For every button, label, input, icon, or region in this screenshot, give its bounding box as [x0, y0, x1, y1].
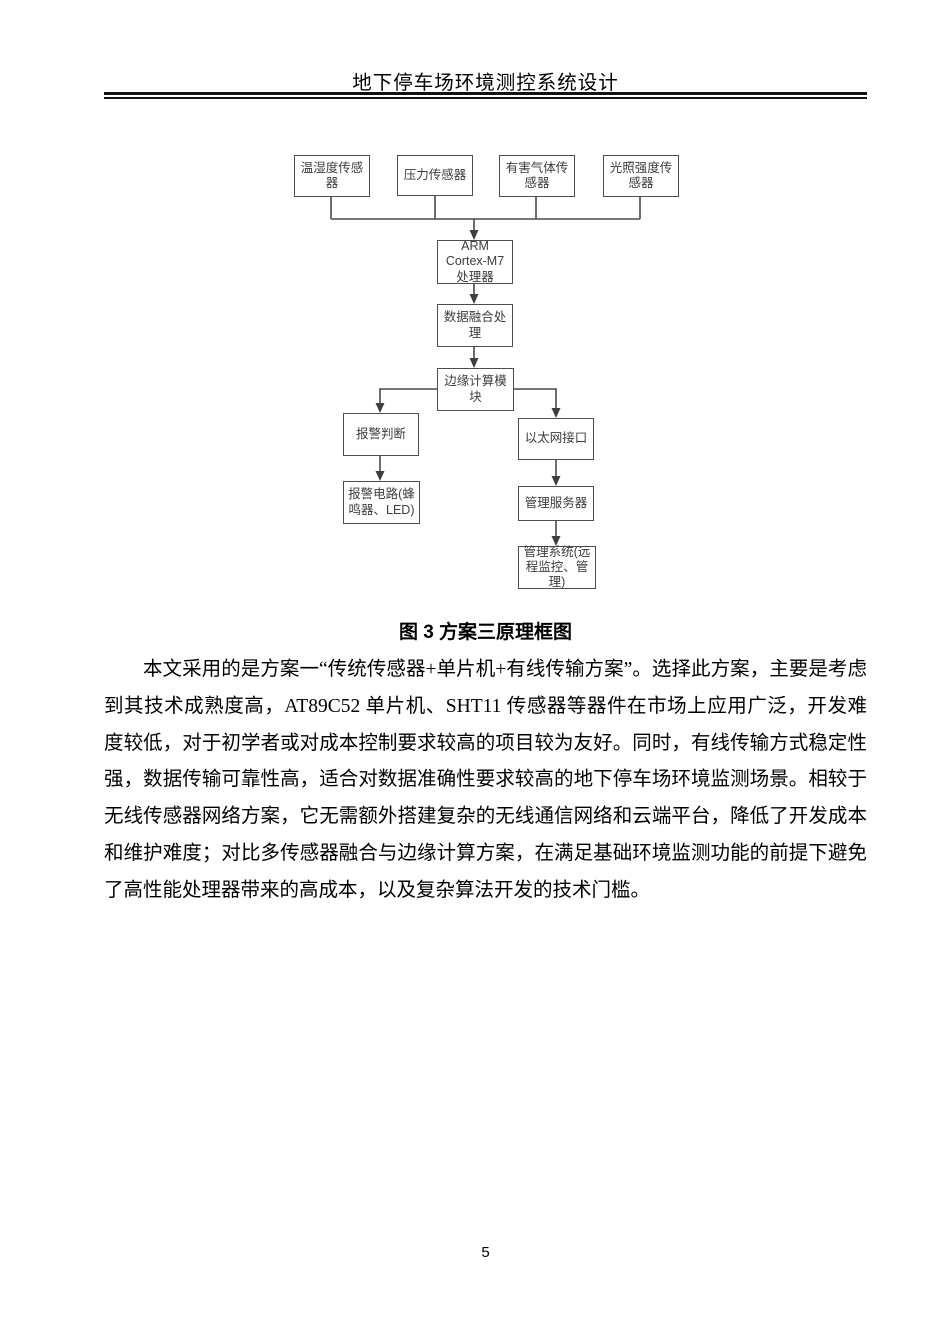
header-divider-rule	[104, 92, 867, 99]
box-label: ARM Cortex-M7 处理器	[445, 239, 505, 284]
diagram-box-pressure-sensor: 压力传感器	[397, 155, 473, 196]
box-label: 有害气体传 感器	[505, 160, 569, 190]
box-label: 管理服务器	[524, 495, 588, 510]
diagram-box-arm-processor: ARM Cortex-M7 处理器	[437, 239, 513, 284]
diagram-box-alarm-judgment: 报警判断	[343, 413, 419, 456]
scheme-three-diagram: 温湿度传感 器 压力传感器 有害气体传 感器 光照强度传 感器 ARM Cort…	[0, 0, 950, 620]
box-label: 报警判断	[355, 426, 406, 441]
diagram-box-harmful-gas-sensor: 有害气体传 感器	[499, 155, 575, 197]
box-label: 数据融合处 理	[443, 310, 507, 340]
figure-caption: 图 3 方案三原理框图	[398, 622, 573, 643]
page-number: 5	[481, 1244, 490, 1261]
diagram-box-temp-humidity-sensor: 温湿度传感 器	[294, 155, 370, 197]
box-label: 温湿度传感 器	[300, 160, 364, 190]
diagram-box-edge-computing: 边缘计算模 块	[437, 368, 514, 411]
diagram-box-data-fusion: 数据融合处 理	[437, 304, 513, 347]
box-label: 以太网接口	[524, 431, 588, 446]
box-label: 光照强度传 感器	[609, 160, 673, 190]
diagram-box-management-server: 管理服务器	[518, 486, 594, 521]
box-label: 管理系统(远 程监控、管 理)	[523, 544, 591, 590]
diagram-box-management-system: 管理系统(远 程监控、管 理)	[518, 544, 596, 590]
diagram-box-ethernet-interface: 以太网接口	[518, 418, 594, 460]
arrowheads	[375, 230, 561, 546]
diagram-box-alarm-circuit: 报警电路(蜂 鸣器、LED)	[343, 481, 420, 524]
body-paragraph: 本文采用的是方案一“传统传感器+单片机+有线传输方案”。选择此方案，主要是考虑到…	[104, 659, 867, 901]
connector-lines	[330, 196, 641, 546]
box-label: 压力传感器	[403, 167, 467, 182]
box-label: 报警电路(蜂 鸣器、LED)	[348, 487, 415, 517]
box-label: 边缘计算模 块	[444, 374, 507, 404]
page-header-title: 地下停车场环境测控系统设计	[352, 73, 619, 94]
diagram-box-light-intensity-sensor: 光照强度传 感器	[603, 155, 679, 197]
